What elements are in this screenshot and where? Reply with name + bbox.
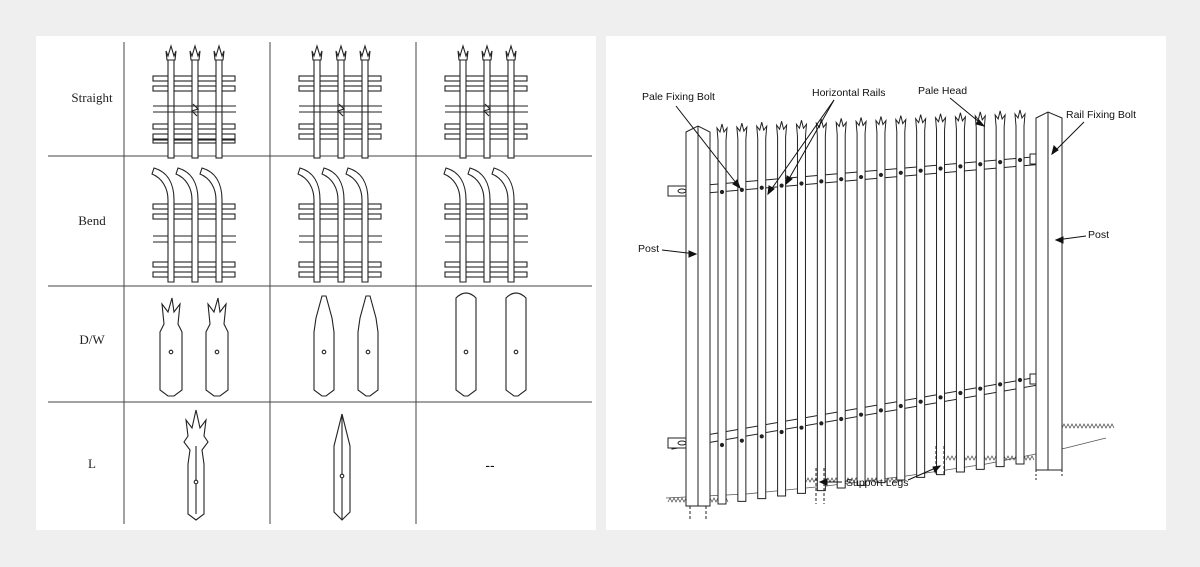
pale-types-table: Straight Bend D/W L [36, 36, 596, 530]
pale-fixing-bolt [958, 164, 963, 169]
fence-pale [815, 119, 827, 492]
label-post-left: Post [638, 243, 659, 255]
right-post [1035, 111, 1063, 482]
fence-pale [736, 122, 748, 502]
fence-pale [934, 113, 947, 476]
pale-fixing-bolt [819, 421, 824, 426]
label-pale-head: Pale Head [918, 85, 967, 97]
pale-fixing-bolt [759, 434, 764, 439]
row-label-bend: Bend [78, 213, 106, 228]
pale-fixing-bolt [799, 181, 804, 186]
fence-pale [795, 120, 808, 494]
pale-fixing-bolt [839, 416, 844, 422]
fence-pale [994, 110, 1006, 468]
pale-fixing-bolt [918, 168, 923, 173]
label-post-right: Post [1088, 229, 1109, 241]
l-triple-point-pale [183, 409, 209, 521]
row-label-l: L [88, 456, 96, 471]
pale-fixing-bolt [958, 390, 963, 396]
pale-fixing-bolt [739, 187, 744, 192]
pale-fixing-bolt [759, 185, 764, 190]
pale-fixing-bolt [938, 166, 943, 171]
fence-pale [1014, 109, 1026, 465]
pale-fixing-bolt [878, 172, 884, 178]
empty-cell-dash: -- [485, 457, 495, 473]
label-pale-fixing-bolt: Pale Fixing Bolt [642, 91, 715, 103]
left-post [685, 125, 711, 507]
l-pointed-pale [333, 413, 351, 521]
pale-fixing-bolt [719, 189, 725, 195]
bend-pointed-illustration [297, 167, 382, 283]
dw-triple-point-pales [159, 297, 229, 397]
fence-pale [974, 111, 986, 470]
pale-fixing-bolt [799, 425, 804, 430]
pale-fixing-bolt [878, 408, 884, 413]
fence-assembly-svg: Pale Fixing Bolt Horizontal Rails Pale H… [638, 85, 1136, 520]
pale-fixing-bolt [739, 438, 744, 443]
label-support-legs: Support Legs [846, 477, 908, 489]
pale-fixing-bolt [938, 395, 943, 400]
fence-pale [895, 115, 907, 481]
row-label-straight: Straight [71, 90, 113, 105]
fence-pale [915, 114, 927, 478]
table-grid [48, 42, 592, 524]
pale-fixing-bolt [998, 160, 1003, 165]
label-horizontal-rails: Horizontal Rails [812, 87, 886, 99]
dw-pointed-pales [313, 295, 379, 397]
pale-fixing-bolt [898, 170, 903, 175]
fence-pale [954, 112, 967, 473]
pale-fixing-bolt [978, 386, 983, 391]
pale-fixing-bolt [918, 399, 923, 404]
fence-pale [855, 117, 867, 486]
straight-rounded-illustration [444, 44, 528, 159]
fence-assembly-diagram: Pale Fixing Bolt Horizontal Rails Pale H… [606, 36, 1166, 530]
pale-fixing-bolt [858, 174, 864, 180]
pale-fixing-bolt [779, 429, 784, 435]
straight-pointed-illustration [298, 44, 382, 159]
pale-fixing-bolt [898, 403, 903, 409]
pale-types-table-svg: Straight Bend D/W L [48, 42, 592, 524]
pale-fixing-bolt [819, 179, 824, 184]
bend-rounded-illustration [443, 167, 528, 283]
pale-fixing-bolt [998, 382, 1003, 387]
pale-fixing-bolt [978, 162, 983, 167]
label-rail-fixing-bolt: Rail Fixing Bolt [1066, 109, 1136, 121]
fence-pale [875, 116, 887, 484]
fence-pale [756, 122, 768, 500]
fence-pale [775, 121, 788, 497]
pale-fixing-bolt [779, 183, 784, 188]
pale-fixing-bolt [858, 412, 864, 417]
pale-fixing-bolt [839, 177, 844, 182]
dw-rounded-pales [455, 292, 527, 397]
straight-triple-point-illustration [152, 44, 236, 159]
callout-arrows [661, 97, 1087, 486]
fence-pale [716, 123, 728, 505]
row-label-dw: D/W [79, 332, 105, 347]
pale-fixing-bolt [719, 442, 725, 448]
fence-pale [835, 118, 847, 489]
pale-fixing-bolt [1017, 377, 1023, 383]
bend-triple-point-illustration [151, 167, 236, 283]
pale-fixing-bolt [1017, 157, 1023, 163]
pales [716, 109, 1026, 505]
